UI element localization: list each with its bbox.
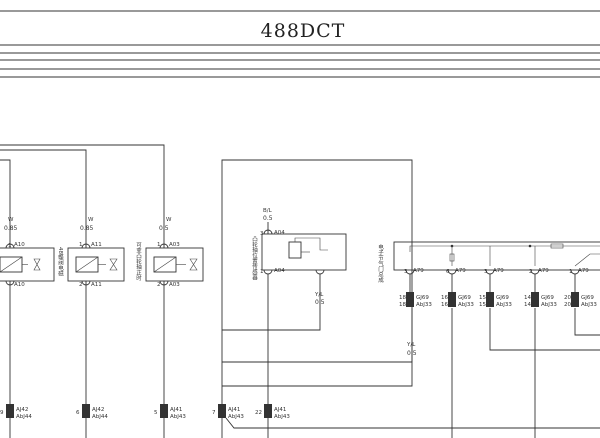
ecu-top-pin-3 bbox=[531, 292, 539, 307]
ecu-top-num2-1: 16 bbox=[441, 302, 448, 308]
ecu-top-num2-0: 18 bbox=[399, 302, 406, 308]
ecu-bottom-a-2: AJ41 bbox=[170, 407, 182, 413]
pin-3-bottom-code: A03 bbox=[169, 282, 180, 288]
pin-e2-code: A79 bbox=[455, 268, 466, 274]
wire-6-size: 0.5 bbox=[407, 350, 417, 357]
ecu-top-a-3: GJ69 bbox=[541, 295, 554, 301]
pin-4-top: 3 bbox=[260, 231, 264, 237]
ecu-top-num-3: 14 bbox=[524, 295, 531, 301]
pin-e5-code: A79 bbox=[578, 268, 589, 274]
pin-e4-code: A79 bbox=[538, 268, 549, 274]
wire-4-size: 0.5 bbox=[263, 215, 273, 222]
wire-3-size: 0.5 bbox=[159, 225, 169, 232]
component-3-label: 可变凸轮轴正时 bbox=[135, 242, 142, 281]
ecu-top-pin-4 bbox=[571, 292, 579, 307]
component-4-cam-sensor bbox=[221, 159, 413, 406]
wire-5-size: 0.5 bbox=[315, 299, 325, 306]
pin-2-bottom: 2 bbox=[79, 282, 83, 288]
pin-1-top: 1 bbox=[8, 243, 12, 249]
ecu-bottom-pin-3 bbox=[218, 404, 226, 418]
ecu-bottom-a-4: AJ41 bbox=[274, 407, 286, 413]
pin-1-top-code: A10 bbox=[14, 242, 25, 248]
pin-e1: 3 bbox=[404, 269, 408, 275]
pin-3-bottom: 2 bbox=[157, 282, 161, 288]
ecu-bottom-b-1: AbJ44 bbox=[92, 414, 108, 420]
wire-4-color: B/L bbox=[263, 208, 273, 214]
ecu-top-num-4: 20 bbox=[564, 295, 571, 301]
wire-5-color: Y/L bbox=[314, 292, 324, 298]
ecu-bottom-pin-2 bbox=[160, 404, 168, 418]
ecu-bottom-num-3: 7 bbox=[212, 410, 216, 416]
ecu-bottom-a-1: AJ42 bbox=[92, 407, 104, 413]
ecu-top-a-4: GJ69 bbox=[581, 295, 594, 301]
ecu-top-num2-3: 14 bbox=[524, 302, 531, 308]
component-5-label: 电子节气门总成 bbox=[377, 243, 384, 284]
ecu-top-num-1: 16 bbox=[441, 295, 448, 301]
component-2-solenoid: W 0.85 bbox=[67, 217, 125, 406]
pin-2-top-code: A11 bbox=[91, 242, 102, 248]
ecu-top-a-0: GJ69 bbox=[416, 295, 429, 301]
ecu-bottom-num-0: 9 bbox=[0, 410, 4, 416]
ecu-top-pin-1 bbox=[448, 292, 456, 307]
ecu-top-pin-2 bbox=[486, 292, 494, 307]
ecu-top-a-2: GJ69 bbox=[496, 295, 509, 301]
wire-2-color: W bbox=[88, 217, 94, 223]
diagram-title: 488DCT bbox=[261, 20, 346, 42]
ecu-bottom-pin-0 bbox=[6, 404, 14, 418]
pin-3-top: 1 bbox=[157, 242, 161, 248]
svg-text:0.85: 0.85 bbox=[4, 225, 18, 232]
ecu-bottom-b-0: AbJ44 bbox=[16, 414, 32, 420]
ecu-top-a-1: GJ69 bbox=[458, 295, 471, 301]
pin-4-bottom-code: A04 bbox=[274, 268, 285, 274]
ecu-bottom-pin-4 bbox=[264, 404, 272, 418]
pin-1-bottom-code: A10 bbox=[14, 282, 25, 288]
upper-harness bbox=[0, 144, 165, 248]
ecu-bottom-num-4: 22 bbox=[255, 410, 262, 416]
ecu-top-num-0: 18 bbox=[399, 295, 406, 301]
pin-e3-code: A79 bbox=[493, 268, 504, 274]
wire-2-size: 0.85 bbox=[80, 225, 94, 232]
wire-3-color: W bbox=[166, 217, 172, 223]
ecu-bottom-num-2: 5 bbox=[154, 410, 158, 416]
ecu-top-num2-4: 20 bbox=[564, 302, 571, 308]
component-4-label: 凸轮轴位置传感器 bbox=[251, 236, 258, 282]
ecu-bottom-b-4: AbJ43 bbox=[274, 414, 290, 420]
component-3-vvt: W 0.5 bbox=[145, 217, 204, 406]
ecu-bottom-connectors bbox=[6, 404, 600, 438]
ecu-top-num-2: 15 bbox=[479, 295, 486, 301]
pin-e3: 3 bbox=[484, 269, 488, 275]
pin-4-top-code: A04 bbox=[274, 230, 285, 236]
ecu-top-b-0: AbJ33 bbox=[416, 302, 432, 308]
ecu-bottom-b-3: AbJ43 bbox=[228, 414, 244, 420]
ecu-bottom-num-1: 6 bbox=[76, 410, 80, 416]
pin-4-bottom: 1 bbox=[260, 269, 264, 275]
pin-e4: 2 bbox=[529, 269, 533, 275]
ecu-bottom-a-3: AJ41 bbox=[228, 407, 240, 413]
ecu-top-connectors bbox=[406, 292, 579, 307]
component-2-label: 48蝶阀电磁 bbox=[57, 247, 64, 277]
ecu-bottom-a-0: AJ42 bbox=[16, 407, 28, 413]
wire-6-color: Y/L bbox=[406, 342, 416, 348]
ecu-bottom-b-2: AbJ43 bbox=[170, 414, 186, 420]
ecu-bottom-pin-1 bbox=[82, 404, 90, 418]
pin-e5: 1 bbox=[569, 269, 573, 275]
pin-e1-code: A79 bbox=[413, 268, 424, 274]
ecu-top-b-2: AbJ33 bbox=[496, 302, 512, 308]
ecu-top-pin-0 bbox=[406, 292, 414, 307]
svg-text:W: W bbox=[8, 217, 14, 223]
pin-e2: 6 bbox=[446, 269, 450, 275]
title-frame bbox=[0, 10, 600, 78]
ecu-top-b-4: AbJ33 bbox=[581, 302, 597, 308]
ecu-top-num2-2: 15 bbox=[479, 302, 486, 308]
component-1: W 0.85 bbox=[0, 217, 55, 406]
ecu-top-b-3: AbJ33 bbox=[541, 302, 557, 308]
ecu-top-b-1: AbJ33 bbox=[458, 302, 474, 308]
component-5-throttle bbox=[222, 241, 600, 438]
pin-2-bottom-code: A11 bbox=[91, 282, 102, 288]
pin-3-top-code: A03 bbox=[169, 242, 180, 248]
pin-2-top: 1 bbox=[79, 242, 83, 248]
